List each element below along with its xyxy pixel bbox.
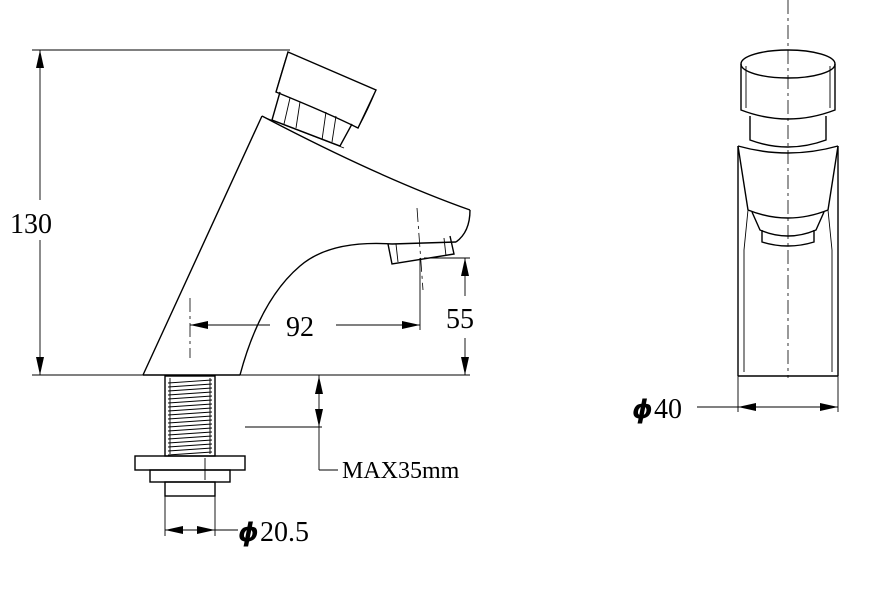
spout-height-label: 55 — [446, 304, 474, 335]
base-diameter-dimension: ϕ 40 — [632, 394, 838, 425]
reach-label: 92 — [286, 312, 314, 343]
base-diameter-label: 40 — [654, 394, 682, 425]
phi-symbol-icon: ϕ — [632, 395, 653, 425]
height-dimension: 130 — [10, 49, 290, 376]
thread-diameter-label: 20.5 — [260, 517, 309, 548]
phi-symbol-icon: ϕ — [238, 518, 259, 548]
aerator — [387, 235, 455, 265]
max-thickness-label: MAX35mm — [342, 458, 460, 484]
faucet-body — [142, 115, 471, 376]
max-thickness-dimension: MAX35mm — [245, 375, 460, 484]
spout-height-dimension: 55 — [240, 257, 474, 376]
height-label: 130 — [10, 209, 52, 240]
push-button — [265, 51, 377, 149]
spout-centerline — [416, 207, 424, 291]
side-view: 130 92 55 MAX35mm — [10, 49, 474, 548]
thread-diameter-dimension: ϕ 20.5 — [164, 496, 309, 548]
front-view: ϕ 40 — [632, 0, 839, 425]
front-body — [737, 145, 839, 412]
front-button — [740, 49, 836, 148]
threaded-shank — [134, 375, 246, 497]
reach-dimension: 92 — [190, 258, 421, 343]
